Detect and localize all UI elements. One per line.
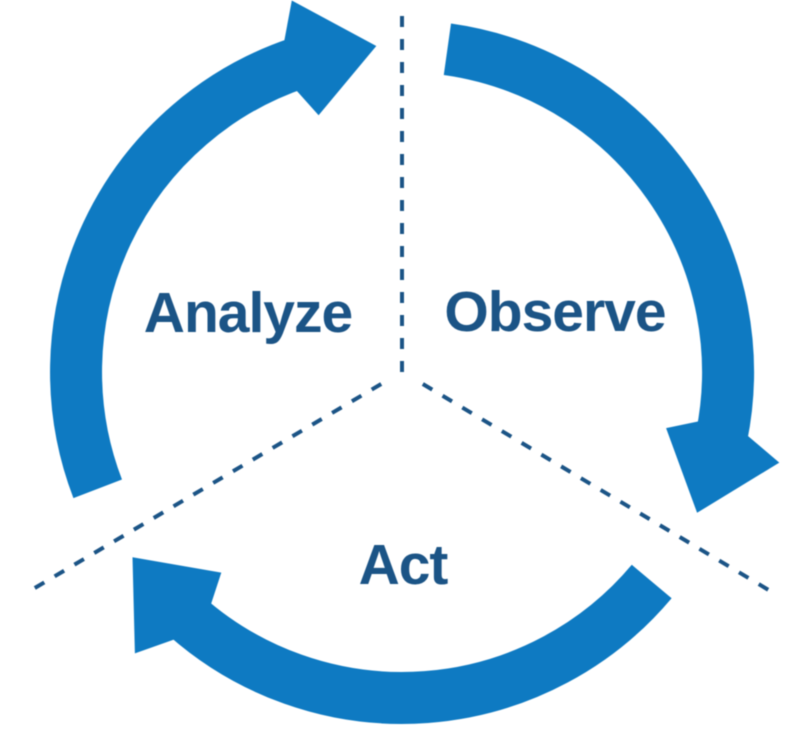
analyze-arc-arrow bbox=[50, 0, 377, 499]
observe-arc-arrow bbox=[443, 23, 780, 513]
label-observe: Observe bbox=[444, 280, 666, 344]
act-arc-arrow bbox=[132, 557, 672, 724]
act-arrowhead-icon bbox=[132, 557, 222, 654]
act-arc-body bbox=[168, 564, 672, 724]
observe-arrowhead-icon bbox=[666, 421, 780, 513]
observe-arc-body bbox=[443, 23, 754, 443]
label-act: Act bbox=[358, 533, 449, 597]
analyze-arrowhead-icon bbox=[284, 0, 377, 116]
analyze-arc-body bbox=[50, 38, 307, 499]
label-analyze: Analyze bbox=[143, 281, 353, 345]
